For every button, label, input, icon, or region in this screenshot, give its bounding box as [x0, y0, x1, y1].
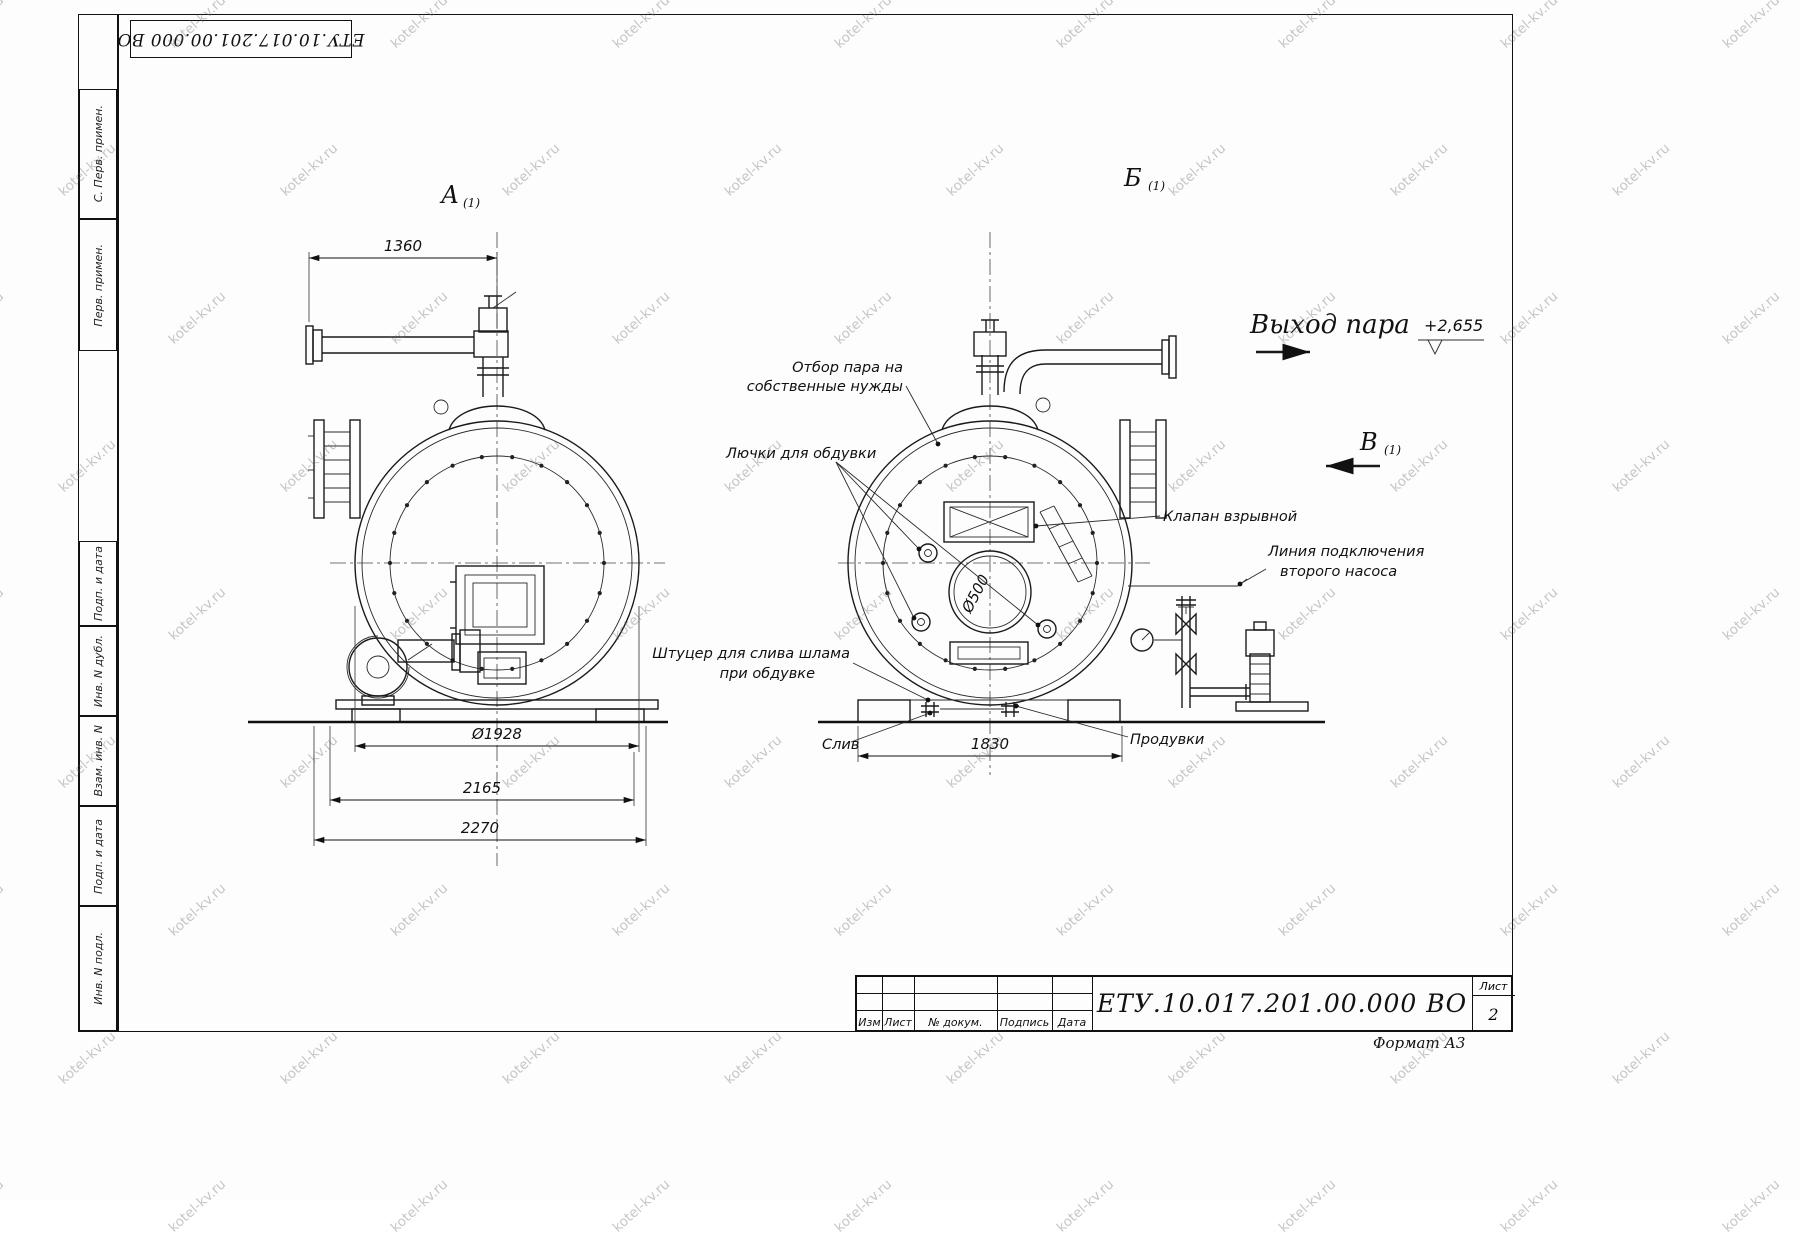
lifting-ring-b [1036, 398, 1050, 412]
steam-pipe-a [306, 326, 509, 397]
explosion-valve-hatch [944, 502, 1034, 542]
internal-ladder [1040, 506, 1092, 582]
drawing-sheet: С. Перв. примен. Перв. примен. Подп. и д… [0, 0, 1800, 1200]
dim-1928-text: Ø1928 [471, 725, 522, 743]
view-a-drawing: 1360 Ø1928 2165 2270 А (1) [248, 181, 668, 866]
economizer-block-b [1120, 420, 1166, 518]
manhole-diameter-text: Ø500 [958, 572, 993, 617]
annotation-text: Линия подключения [1267, 544, 1425, 560]
annotation-text: Отбор пара на [792, 360, 903, 376]
annotation-second-pump-line: Линия подключения второго насоса [1238, 544, 1425, 586]
tb-col-podpis: Подпись [997, 1010, 1052, 1034]
base-b [858, 700, 1120, 722]
annotation-text: Продувки [1130, 732, 1204, 748]
view-v-sub: (1) [1384, 443, 1401, 457]
elevation-text: +2,655 [1424, 316, 1483, 335]
steam-outlet-callout: Выход пара [1249, 310, 1410, 352]
safety-valve-b [974, 320, 1006, 395]
annotation-blowdown: Продувки [1014, 704, 1205, 748]
view-v-label: В [1359, 428, 1378, 456]
tb-sheet-number: 2 [1472, 995, 1515, 1034]
annotation-text: Клапан взрывной [1163, 509, 1297, 525]
annotation-explosion-valve: Клапан взрывной [1034, 509, 1298, 528]
view-b-sub: (1) [1148, 179, 1165, 193]
annotation-drain: Слив [822, 711, 932, 753]
annotation-text: Слив [822, 737, 859, 753]
feed-pump [1236, 622, 1308, 711]
steam-pipe-b [1004, 336, 1176, 394]
lifting-ring-a [434, 400, 448, 414]
annotation-text: второго насоса [1280, 564, 1397, 580]
view-b-drawing: Ø500 [652, 164, 1424, 775]
safety-valve-a [479, 292, 516, 332]
annotation-text: Штуцер для слива шлама [652, 646, 850, 662]
annotation-text: при обдувке [720, 666, 815, 682]
format-label: Формат А3 [1373, 1034, 1465, 1052]
tb-designation: ЕТУ.10.017.201.00.000 ВО [1092, 977, 1472, 1030]
bottom-hatch [950, 642, 1028, 664]
dim-2165-text: 2165 [463, 779, 501, 797]
blower-a [347, 630, 480, 705]
dim-1360-text: 1360 [384, 237, 422, 255]
annotation-text: собственные нужды [747, 379, 903, 395]
view-b-label: Б [1123, 164, 1142, 192]
annotation-steam-extraction: Отбор пара на собственные нужды [747, 360, 941, 446]
tb-col-izm: Изм [857, 1010, 882, 1034]
tb-sheet-label: Лист [1472, 977, 1515, 995]
tb-col-list: Лист [882, 1010, 914, 1034]
title-block: Изм Лист № докум. Подпись Дата ЕТУ.10.01… [855, 975, 1513, 1032]
dim-1360: 1360 [309, 237, 497, 328]
annotation-text: Лючки для обдувки [725, 446, 876, 462]
elevation-mark: +2,655 [1418, 316, 1484, 354]
economizer-block-a [308, 420, 360, 518]
view-a-label: А [439, 181, 459, 209]
view-v-indicator: В (1) [1326, 428, 1401, 466]
annotation-sludge-drain: Штуцер для слива шлама при обдувке [652, 646, 930, 702]
view-a-sub: (1) [463, 196, 480, 210]
steam-outlet-label: Выход пара [1249, 310, 1410, 340]
dim-1830-text: 1830 [971, 735, 1009, 753]
tb-col-data: Дата [1052, 1010, 1092, 1034]
pump-piping [1128, 579, 1250, 708]
tb-col-dokum: № докум. [914, 1010, 997, 1034]
dim-2270-text: 2270 [461, 819, 499, 837]
